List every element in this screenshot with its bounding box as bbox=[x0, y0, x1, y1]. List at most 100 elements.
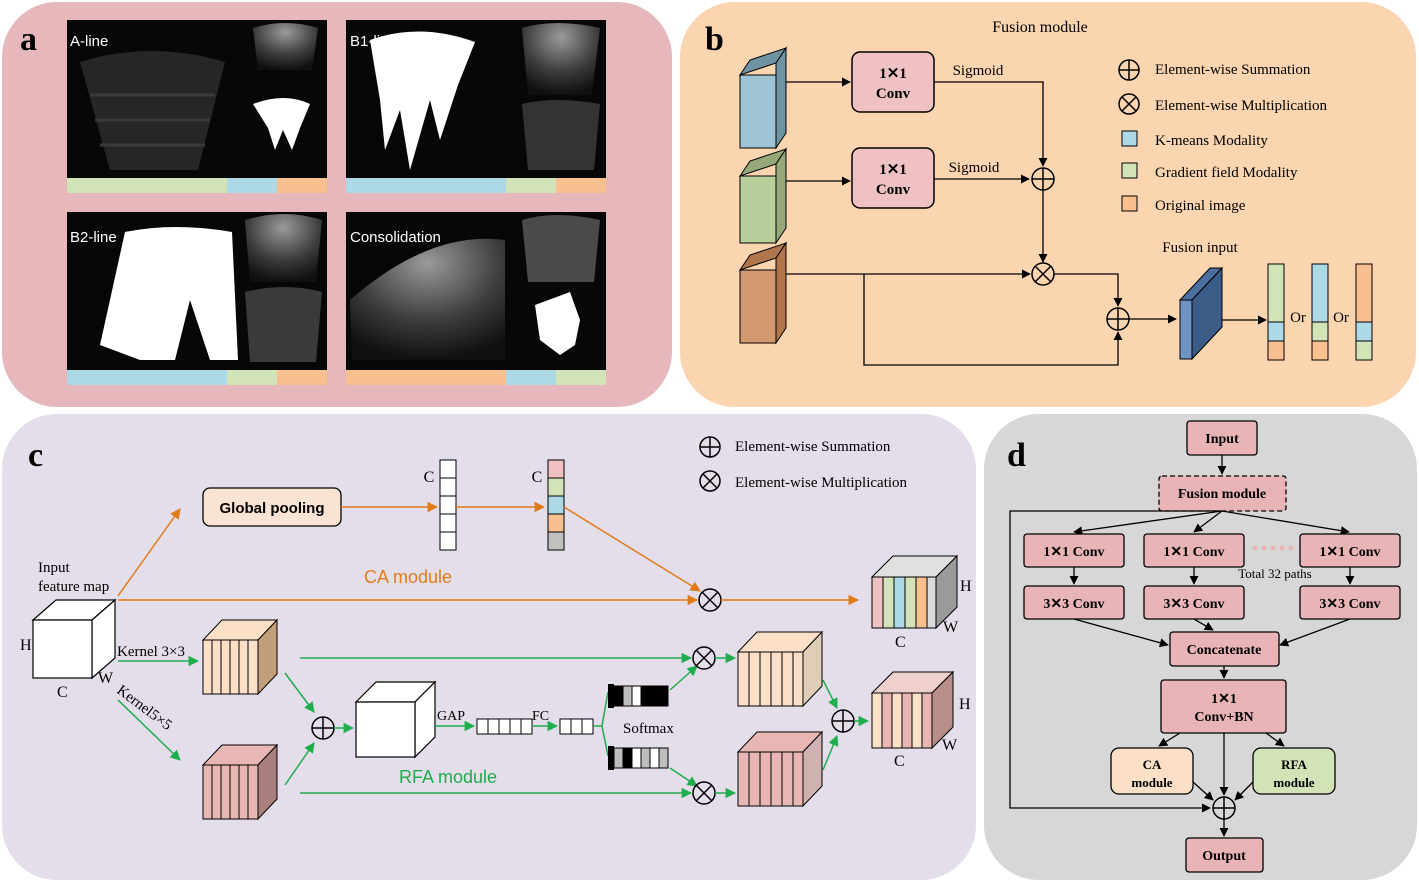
ca-output-block bbox=[870, 554, 959, 630]
segmentation-sector-image bbox=[370, 31, 475, 171]
svg-text:3✕3 Conv: 3✕3 Conv bbox=[1163, 597, 1224, 612]
svg-text:W: W bbox=[98, 670, 114, 687]
modality-bar-kmeans bbox=[227, 178, 277, 193]
output-box: Output bbox=[1185, 837, 1264, 873]
svg-text:C: C bbox=[424, 469, 435, 486]
modality-bar-gradient bbox=[67, 178, 227, 193]
tile-caption: Consolidation bbox=[350, 229, 441, 246]
conv3x3-box-3: 3✕3 Conv bbox=[1299, 585, 1401, 620]
svg-text:1✕1 Conv: 1✕1 Conv bbox=[1163, 545, 1224, 560]
svg-text:3✕3 Conv: 3✕3 Conv bbox=[1043, 597, 1104, 612]
modality-bar-gradient bbox=[227, 370, 277, 385]
ultrasound-sector-image bbox=[350, 238, 505, 360]
segmentation-thumbnail bbox=[253, 98, 310, 150]
legend-text: Element-wise Multiplication bbox=[735, 475, 908, 491]
concatenate-box: Concatenate bbox=[1169, 631, 1280, 667]
svg-text:Global pooling: Global pooling bbox=[220, 500, 325, 517]
legend-text: Original image bbox=[1155, 198, 1246, 214]
panel-c-label: c bbox=[28, 437, 43, 474]
gradient-feature-slab bbox=[739, 175, 777, 244]
modality-bar-kmeans bbox=[346, 178, 506, 193]
panel-a-label: a bbox=[20, 21, 37, 58]
legend-text: Gradient field Modality bbox=[1155, 165, 1298, 181]
modality-bar-original bbox=[556, 178, 606, 193]
ultrasound-thumbnail bbox=[522, 215, 600, 282]
panel-b: b Fusion module 1✕1 Conv 1✕1 Conv Sigmoi… bbox=[680, 2, 1416, 407]
modality-bar-original bbox=[277, 370, 327, 385]
or-label-1: Or bbox=[1290, 310, 1306, 326]
fusion-module-box: Fusion module bbox=[1158, 475, 1287, 512]
conv3x3-box-1: 3✕3 Conv bbox=[1023, 585, 1125, 620]
svg-text:3✕3 Conv: 3✕3 Conv bbox=[1319, 597, 1380, 612]
svg-text:Output: Output bbox=[1202, 849, 1246, 864]
ultrasound-tile-b1-line: B1-line bbox=[346, 20, 606, 193]
svg-text:H: H bbox=[960, 578, 972, 595]
svg-text:C: C bbox=[57, 684, 68, 701]
panel-b-legend: Element-wise Summation Element-wise Mult… bbox=[1118, 59, 1328, 214]
plus-icon bbox=[699, 436, 721, 458]
ultrasound-thumbnail bbox=[522, 23, 600, 95]
svg-text:Fusion module: Fusion module bbox=[1178, 487, 1266, 502]
panel-a: a A-line B1-line bbox=[2, 2, 672, 407]
kmeans-swatch bbox=[1121, 130, 1138, 147]
gap-label: GAP bbox=[437, 709, 465, 724]
sigmoid-label-2: Sigmoid bbox=[949, 160, 1000, 176]
svg-text:Conv+BN: Conv+BN bbox=[1194, 710, 1253, 725]
svg-text:1✕1: 1✕1 bbox=[879, 66, 907, 82]
softmax-attention-bottom bbox=[608, 746, 669, 770]
summation-node bbox=[1212, 796, 1236, 820]
kernel3-feature-block bbox=[201, 618, 279, 696]
svg-text:Conv: Conv bbox=[876, 182, 911, 198]
tile-caption: A-line bbox=[70, 33, 108, 50]
svg-text:module: module bbox=[1273, 775, 1314, 790]
ultrasound-thumbnail bbox=[253, 23, 318, 70]
modality-stack-3 bbox=[1355, 263, 1373, 361]
gradient-swatch bbox=[1121, 162, 1138, 179]
gap-vector bbox=[476, 718, 533, 735]
svg-text:H: H bbox=[20, 637, 32, 654]
svg-text:1✕1 Conv: 1✕1 Conv bbox=[1319, 545, 1380, 560]
svg-text:W: W bbox=[943, 619, 959, 636]
rfa-module-label: RFA module bbox=[399, 767, 497, 787]
original-swatch bbox=[1121, 195, 1138, 212]
ca-module-label: CA module bbox=[364, 567, 452, 587]
svg-text:Input: Input bbox=[1205, 432, 1239, 447]
kernel5-feature-block bbox=[201, 743, 279, 821]
summation-node bbox=[1031, 167, 1055, 191]
fusion-input-slab bbox=[1179, 299, 1193, 360]
svg-text:W: W bbox=[942, 737, 958, 754]
channel-vector-empty bbox=[439, 459, 457, 551]
fusion-module-title: Fusion module bbox=[992, 19, 1088, 36]
conv1x1-box-2: 1✕1 Conv bbox=[1143, 533, 1245, 568]
rfa-module-box: RFA module bbox=[1252, 747, 1336, 795]
svg-text:Conv: Conv bbox=[876, 86, 911, 102]
fc-label: FC bbox=[532, 709, 549, 724]
conv-bn-box: 1✕1 Conv+BN bbox=[1160, 679, 1287, 734]
input-label-line-2: feature map bbox=[38, 579, 109, 595]
fc-vector bbox=[559, 718, 594, 735]
svg-text:CA: CA bbox=[1143, 757, 1162, 772]
ultrasound-tile-consolidation: Consolidation bbox=[346, 212, 606, 385]
channel-vector-weighted bbox=[547, 459, 565, 551]
ultrasound-thumbnail bbox=[245, 287, 322, 362]
or-label-2: Or bbox=[1333, 310, 1349, 326]
modality-stack-2 bbox=[1311, 263, 1329, 361]
svg-text:Concatenate: Concatenate bbox=[1187, 643, 1262, 658]
svg-text:C: C bbox=[895, 634, 906, 651]
weighted-kernel5-block bbox=[736, 730, 824, 808]
svg-text:module: module bbox=[1131, 775, 1172, 790]
svg-text:C: C bbox=[894, 753, 905, 770]
modality-stack-1 bbox=[1267, 263, 1285, 361]
panel-c: c Element-wise Summation Element-wise Mu… bbox=[2, 414, 976, 880]
weighted-kernel3-block bbox=[736, 630, 824, 708]
input-box: Input bbox=[1186, 420, 1258, 456]
times-icon bbox=[1118, 93, 1140, 115]
legend-text: Element-wise Multiplication bbox=[1155, 98, 1328, 114]
svg-text:1✕1 Conv: 1✕1 Conv bbox=[1043, 545, 1104, 560]
ultrasound-sector-image bbox=[80, 51, 225, 170]
panel-b-label: b bbox=[705, 21, 724, 58]
segmentation-sector-image bbox=[100, 227, 238, 360]
svg-text:1✕1: 1✕1 bbox=[879, 162, 907, 178]
legend-text: Element-wise Summation bbox=[735, 439, 891, 455]
times-icon bbox=[699, 470, 721, 492]
